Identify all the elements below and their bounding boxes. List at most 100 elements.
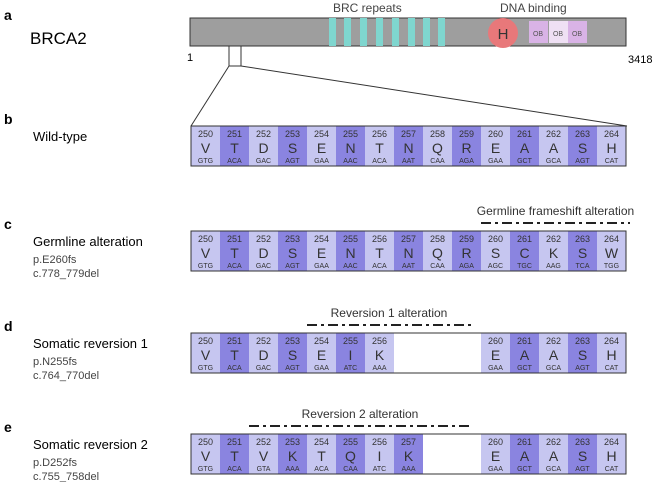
codon: TGG xyxy=(604,263,619,270)
codon: AGA xyxy=(459,263,474,270)
residue-number: 252 xyxy=(256,437,271,447)
residue-number: 260 xyxy=(488,234,503,244)
codon-cell-bg xyxy=(597,231,626,271)
codon: CAT xyxy=(605,158,619,165)
amino-acid: H xyxy=(606,347,616,363)
amino-acid: T xyxy=(230,245,239,261)
codon-cell-bg xyxy=(423,231,452,271)
codon-cell-bg xyxy=(481,231,510,271)
codon-cell-bg xyxy=(307,126,336,166)
codon-cell-bg xyxy=(365,231,394,271)
residue-number: 259 xyxy=(459,129,474,139)
codon-cell-bg xyxy=(365,126,394,166)
codon-cell-bg xyxy=(278,333,307,373)
amino-acid: T xyxy=(375,245,384,261)
amino-acid: E xyxy=(317,245,326,261)
variant-annotation: p.D252fs xyxy=(33,457,78,469)
codon-cell-bg xyxy=(191,231,220,271)
ob-label-3: OB xyxy=(572,31,582,38)
codon: AGT xyxy=(285,158,300,165)
amino-acid: V xyxy=(201,140,211,156)
residue-number: 259 xyxy=(459,234,474,244)
residue-number: 253 xyxy=(285,129,300,139)
amino-acid: K xyxy=(404,448,414,464)
codon-cell-bg xyxy=(307,231,336,271)
amino-acid: V xyxy=(259,448,269,464)
residue-number: 256 xyxy=(372,336,387,346)
amino-acid: E xyxy=(317,347,326,363)
brc-repeats xyxy=(329,18,445,46)
panel-letter-a: a xyxy=(4,7,12,23)
codon-cell-bg xyxy=(220,126,249,166)
codon-cell-bg xyxy=(220,333,249,373)
zoom-line-left xyxy=(190,65,230,127)
codon: GAA xyxy=(314,263,329,270)
amino-acid: K xyxy=(549,245,559,261)
codon: GCA xyxy=(546,158,562,165)
codon-cell-bg xyxy=(249,434,278,474)
codon: ATC xyxy=(344,365,357,372)
residue-number: 251 xyxy=(227,129,242,139)
codon: AAA xyxy=(401,466,415,473)
residue-number: 262 xyxy=(546,129,561,139)
amino-acid: S xyxy=(578,245,587,261)
brc-repeat-stripe xyxy=(423,18,430,46)
residue-number: 258 xyxy=(430,129,445,139)
codon: ACA xyxy=(372,158,387,165)
residue-number: 264 xyxy=(604,234,619,244)
alteration-label: Germline frameshift alteration xyxy=(477,204,634,218)
codon-cell-bg xyxy=(597,434,626,474)
codon: AAA xyxy=(285,466,299,473)
helical-domain-label: H xyxy=(498,26,509,43)
amino-acid: E xyxy=(317,140,326,156)
amino-acid: N xyxy=(403,245,413,261)
codon: AAC xyxy=(343,263,357,270)
codon: ACA xyxy=(227,263,242,270)
residue-number: 256 xyxy=(372,234,387,244)
residue-number: 251 xyxy=(227,336,242,346)
sequence-row-border xyxy=(190,125,627,167)
brc-repeat-stripe xyxy=(360,18,367,46)
amino-acid: N xyxy=(403,140,413,156)
amino-acid: I xyxy=(378,448,382,464)
codon-cell-bg xyxy=(191,333,220,373)
brc-repeat-stripe xyxy=(438,18,445,46)
ob-domain-3 xyxy=(568,21,587,43)
amino-acid: A xyxy=(549,140,559,156)
codon-cell-bg xyxy=(568,126,597,166)
residue-number: 258 xyxy=(430,234,445,244)
codon-cell-bg xyxy=(539,231,568,271)
residue-number: 260 xyxy=(488,336,503,346)
ob-domain-2 xyxy=(549,21,568,43)
residue-number: 260 xyxy=(488,129,503,139)
brc-repeat-stripe xyxy=(344,18,351,46)
sequence-row-border xyxy=(190,332,627,374)
residue-number: 254 xyxy=(314,336,329,346)
residue-number: 253 xyxy=(285,437,300,447)
amino-acid: I xyxy=(349,347,353,363)
ob-label-1: OB xyxy=(533,31,543,38)
amino-acid: W xyxy=(605,245,619,261)
codon-cell-bg xyxy=(539,333,568,373)
codon-cell-bg xyxy=(365,333,394,373)
amino-acid: A xyxy=(520,347,530,363)
